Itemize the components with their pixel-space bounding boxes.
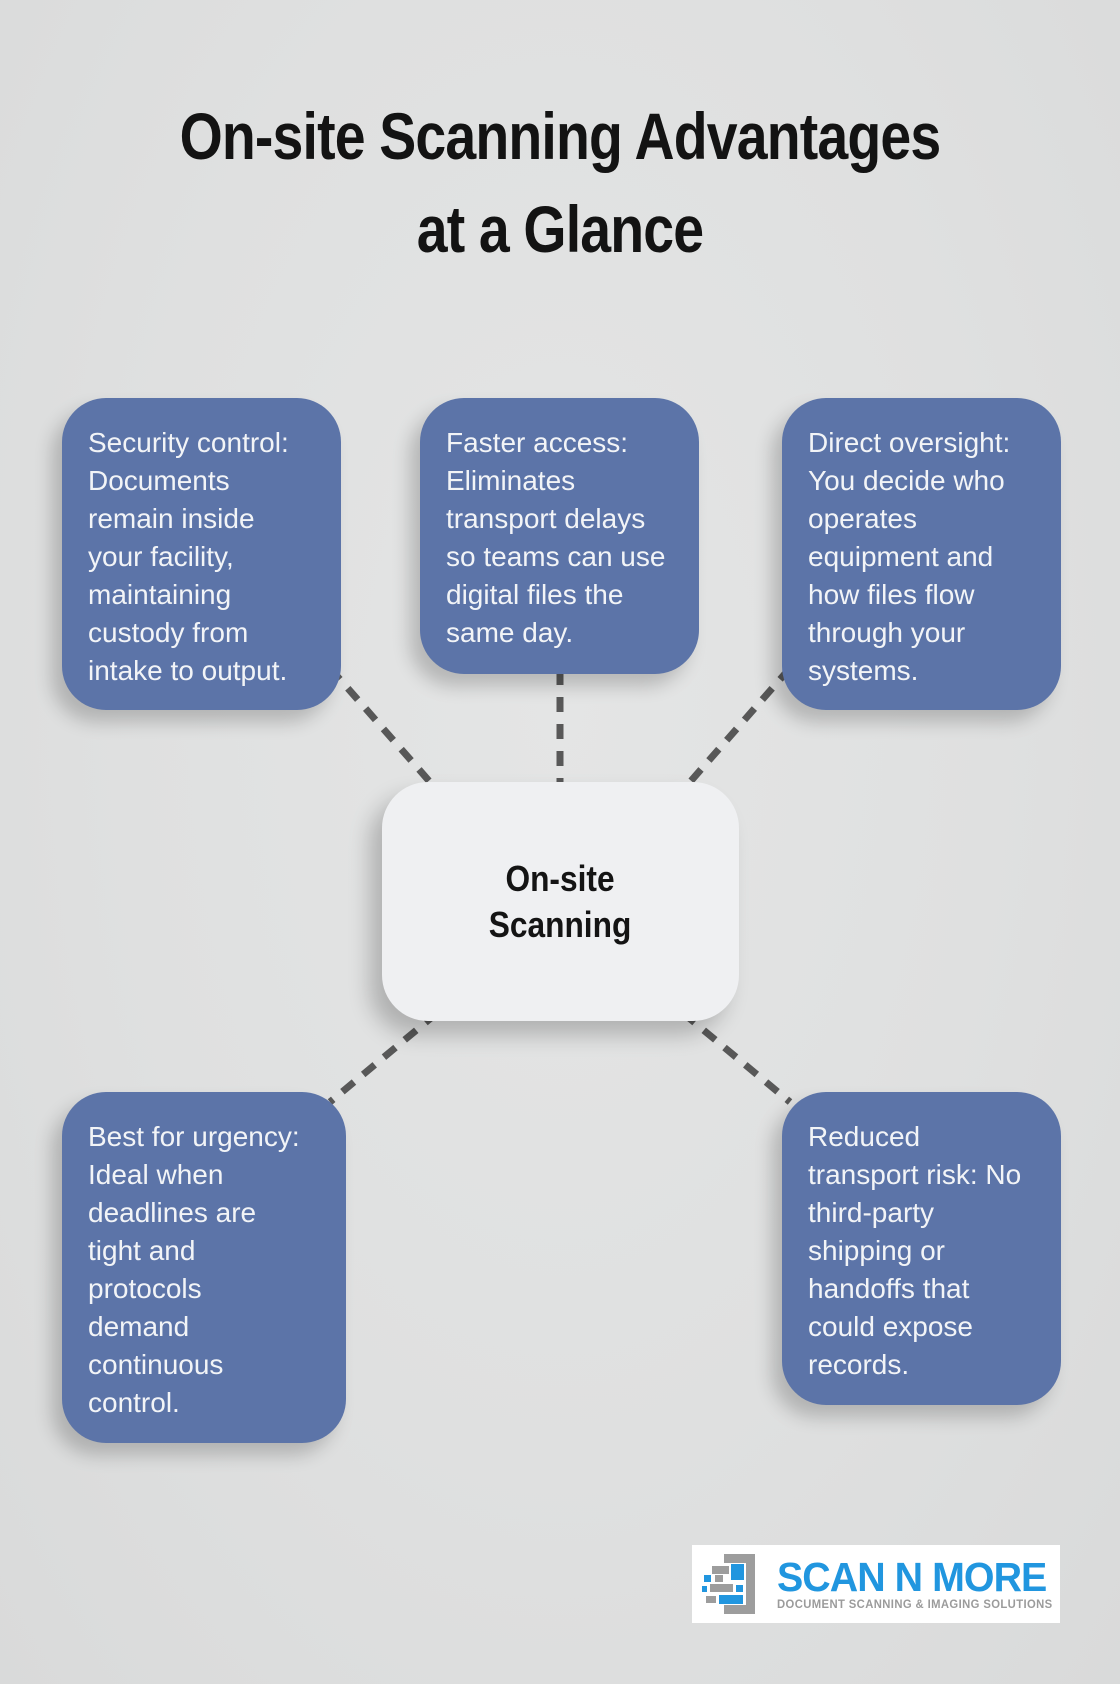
connector-top-left [327,665,440,793]
brand-logo: SCAN N MORE DOCUMENT SCANNING & IMAGING … [692,1545,1060,1623]
advantage-card-security-control: Security control: Documents remain insid… [62,398,341,710]
center-node: On-site Scanning [382,782,739,1021]
advantage-card-best-for-urgency: Best for urgency: Ideal when deadlines a… [62,1092,346,1443]
brand-logo-text: SCAN N MORE DOCUMENT SCANNING & IMAGING … [777,1553,1058,1612]
scanner-document-icon [702,1554,755,1614]
advantage-card-reduced-transport-risk: Reduced transport risk: No third-party s… [782,1092,1061,1405]
connector-bottom-left [327,1010,440,1105]
center-node-label: On-site Scanning [489,857,632,945]
brand-name: SCAN N MORE [777,1553,1047,1600]
connector-top-right [680,665,793,793]
page-title: On-site Scanning Advantages at a Glance [179,99,942,266]
advantage-card-faster-access: Faster access: Eliminates transport dela… [420,398,699,674]
advantage-card-direct-oversight: Direct oversight: You decide who operate… [782,398,1061,710]
connector-bottom-right [680,1010,793,1105]
brand-tagline: DOCUMENT SCANNING & IMAGING SOLUTIONS [777,1598,1053,1611]
